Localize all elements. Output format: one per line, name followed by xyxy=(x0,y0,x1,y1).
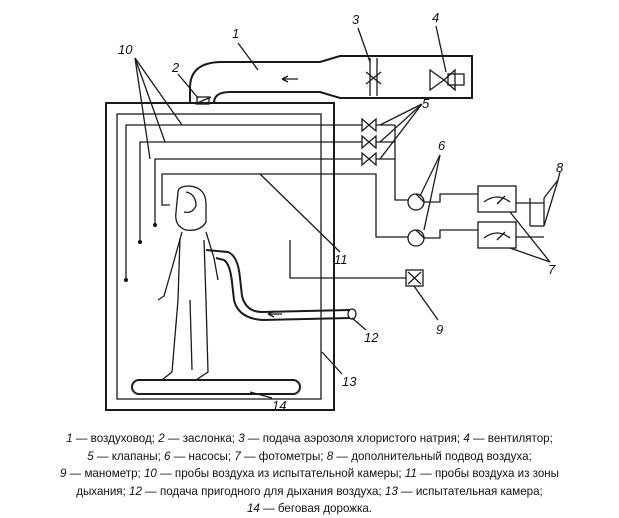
breathing-zone-sample-line xyxy=(161,173,408,238)
label-1: 1 xyxy=(232,26,239,41)
label-4: 4 xyxy=(432,10,439,25)
label-9: 9 xyxy=(436,322,443,337)
caption-line-4: дыхания; 12 — подача пригодного для дыха… xyxy=(8,483,611,501)
caption-text: — вентилятор; xyxy=(469,432,553,445)
caption-num: 9 xyxy=(59,467,67,480)
caption-text: — дополнительный подвод воздуха; xyxy=(333,449,532,463)
caption-num: 11 xyxy=(404,467,417,480)
label-7: 7 xyxy=(548,262,556,277)
treadmill xyxy=(131,379,301,395)
label-8: 8 xyxy=(556,160,564,175)
test-chamber-diagram: 1 2 3 4 5 6 7 8 9 10 11 12 13 14 xyxy=(105,10,564,413)
caption-line-5: 14 — беговая дорожка. xyxy=(8,500,611,518)
fan xyxy=(429,68,465,92)
additional-air-supply xyxy=(516,179,559,238)
person-in-protective-suit xyxy=(157,185,219,381)
leader-lines xyxy=(134,25,561,399)
caption-num: 13 xyxy=(384,484,398,498)
caption-text: — насосы; xyxy=(170,449,235,463)
caption-text: — воздуховод; xyxy=(72,432,159,445)
chamber-sample-lines xyxy=(124,124,362,282)
caption-num: 8 xyxy=(326,449,334,463)
test-chamber xyxy=(105,102,335,411)
caption-line-1: 1 — воздуховод; 2 — заслонка; 3 — подача… xyxy=(8,430,611,448)
valves xyxy=(361,117,408,201)
caption-text: — испытательная камера; xyxy=(397,484,543,498)
caption-num: 14 xyxy=(246,502,260,515)
caption-text: — беговая дорожка. xyxy=(259,502,373,515)
air-duct xyxy=(189,55,473,104)
damper xyxy=(194,96,212,105)
pumps xyxy=(407,193,478,247)
aerosol-feed xyxy=(365,58,382,96)
label-14: 14 xyxy=(272,398,286,413)
label-6: 6 xyxy=(438,138,446,153)
caption-num: 6 xyxy=(164,449,171,463)
caption-text: — подача пригодного для дыхания воздуха; xyxy=(141,484,385,498)
manometer xyxy=(289,240,424,287)
label-10: 10 xyxy=(118,42,133,57)
caption-text: — подача аэрозоля хлористого натрия; xyxy=(244,432,464,445)
caption-num: 2 xyxy=(158,432,165,445)
caption-text: — пробы воздуха из испытательной камеры; xyxy=(156,467,405,480)
caption-num: 10 xyxy=(143,467,157,480)
label-3: 3 xyxy=(352,12,360,27)
label-13: 13 xyxy=(342,374,357,389)
caption-line-3: 9 — манометр; 10 — пробы воздуха из испы… xyxy=(8,465,611,483)
breathing-air-hose xyxy=(205,249,357,322)
caption-text: — пробы воздуха из зоны xyxy=(416,467,560,480)
caption-num: 5 xyxy=(87,449,94,463)
caption-text: — фотометры; xyxy=(240,449,327,463)
caption-num: 12 xyxy=(129,484,142,498)
photometers xyxy=(477,185,517,249)
caption-text: — клапаны; xyxy=(93,449,165,463)
label-11: 11 xyxy=(334,252,348,267)
caption-num: 7 xyxy=(234,449,241,463)
caption-text: дыхания; xyxy=(76,484,130,498)
caption-text: — заслонка; xyxy=(164,432,239,445)
label-5: 5 xyxy=(422,96,430,111)
caption-num: 3 xyxy=(238,432,245,445)
caption-num: 4 xyxy=(463,432,470,445)
caption-num: 1 xyxy=(66,432,73,445)
caption-line-2: 5 — клапаны; 6 — насосы; 7 — фотометры; … xyxy=(8,448,611,466)
label-2: 2 xyxy=(171,60,180,75)
figure-caption: 1 — воздуховод; 2 — заслонка; 3 — подача… xyxy=(8,430,611,518)
caption-text: — манометр; xyxy=(66,467,144,480)
label-12: 12 xyxy=(364,330,379,345)
